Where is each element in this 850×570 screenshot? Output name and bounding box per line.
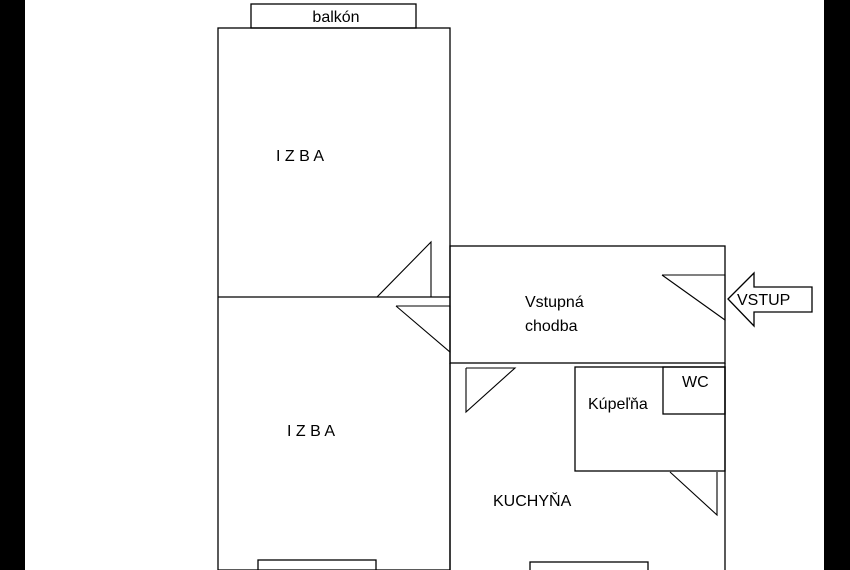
floor-plan-sheet: balkón I Z B A I Z B A Vstupná chodba VS… — [25, 0, 824, 570]
kitchen-label: KUCHYŇA — [493, 491, 572, 510]
bathroom-label: Kúpeľňa — [588, 396, 648, 413]
wc-label: WC — [682, 374, 709, 391]
floor-plan-diagram: balkón I Z B A I Z B A Vstupná chodba VS… — [217, 3, 813, 570]
balcony-label: balkón — [312, 9, 359, 26]
hallway-outline — [449, 245, 726, 364]
room-bottom-label: I Z B A — [287, 423, 335, 440]
door-swing-bottom-room — [395, 305, 451, 354]
window-kitchen — [529, 561, 649, 570]
door-swing-kitchen — [465, 367, 517, 414]
window-bottom-room — [257, 559, 377, 570]
room-top-label: I Z B A — [276, 148, 324, 165]
door-swing-entrance — [661, 274, 726, 322]
wc-outline — [662, 366, 726, 415]
bathroom-outline — [574, 366, 726, 472]
hallway-label-line1: Vstupná — [525, 294, 584, 311]
door-swing-top-room — [376, 240, 432, 298]
entrance-arrow-icon — [727, 271, 813, 328]
door-swing-bathroom — [669, 471, 718, 517]
left-rooms-outline — [217, 27, 451, 570]
entrance-label: VSTUP — [737, 292, 790, 309]
hallway-label-line2: chodba — [525, 318, 578, 335]
